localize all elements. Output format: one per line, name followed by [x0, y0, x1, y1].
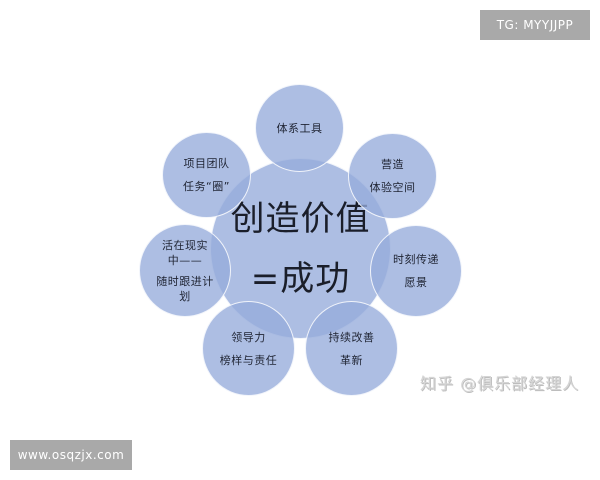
petal-label: 领导力	[231, 330, 266, 344]
petal-label: 革新	[340, 353, 363, 367]
petal-label: 时刻传递	[393, 253, 439, 266]
petal-label: 体验空间	[369, 181, 416, 194]
petal-label: 活在现实	[162, 238, 208, 252]
site-url-badge[interactable]: www.osqzjx.com	[10, 440, 132, 470]
petal-label: 中——	[167, 253, 203, 267]
petal-label: 愿景	[404, 276, 428, 289]
petal-label: 随时跟进计	[156, 274, 214, 288]
petal-project-team: 项目团队 任务“圈”	[162, 132, 251, 218]
petal-live-in-reality: 活在现实 中—— 随时跟进计 划	[139, 224, 231, 317]
center-title: 创造价值	[230, 198, 371, 239]
zhihu-watermark: 知乎 @俱乐部经理人	[420, 374, 580, 393]
petal-leadership: 领导力 榜样与责任	[202, 301, 295, 396]
center-subtitle: =成功	[250, 258, 351, 299]
petal-label: 榜样与责任	[219, 353, 278, 367]
petal-system-tools: 体系工具	[255, 84, 344, 172]
petal-label: 任务“圈”	[183, 180, 230, 193]
petal-continuous-improvement: 持续改善 革新	[305, 301, 398, 396]
petal-label: 持续改善	[328, 330, 375, 344]
petal-label: 划	[179, 289, 191, 303]
petal-label: 体系工具	[276, 121, 323, 135]
tg-badge: TG: MYYJJPP	[480, 10, 590, 40]
petal-label: 项目团队	[183, 157, 230, 170]
petal-create-experience: 营造 体验空间	[348, 133, 437, 219]
petal-label: 营造	[381, 158, 404, 171]
petal-convey-vision: 时刻传递 愿景	[370, 225, 462, 317]
